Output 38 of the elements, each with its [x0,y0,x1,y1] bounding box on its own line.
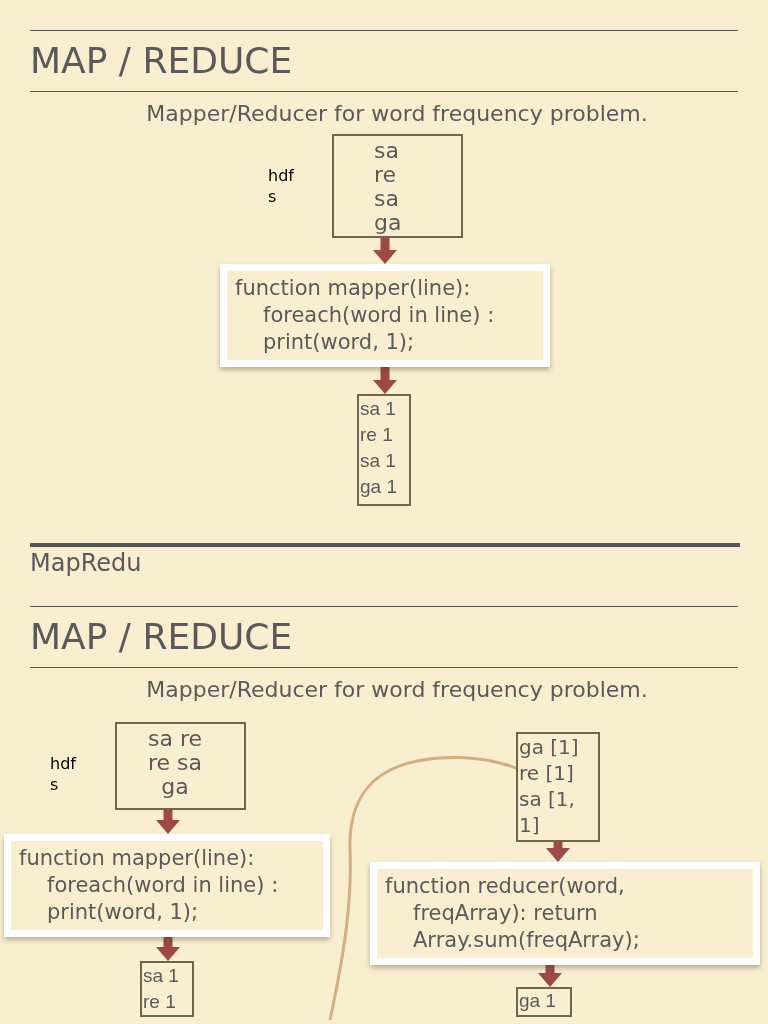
pair-text: ga 1 [360,475,397,499]
arrow [546,842,570,862]
code-card [370,862,760,965]
output-box [516,987,572,1017]
footer-text: MapRedu [30,549,142,577]
data-box [516,732,600,842]
arrow [373,367,397,394]
pair-text: re 1 [360,423,393,447]
arrow [156,937,180,961]
output-box [357,394,411,506]
arrow [373,238,397,264]
slide-title: MAP / REDUCE [30,616,293,658]
data-box [115,722,246,810]
slide-title: MAP / REDUCE [30,40,293,82]
pair-text: sa 1 [360,449,396,473]
list-text: ga [1] [519,734,579,760]
list-text: re [1] [519,760,574,786]
storage-label: hdfs [50,753,78,795]
arrow [156,810,180,834]
slide-subtitle: Mapper/Reducer for word frequency problem. [146,101,648,127]
slide-subtitle: Mapper/Reducer for word frequency problem. [146,677,648,703]
box-text: sa re sa ga [374,139,403,235]
code-card [4,834,330,937]
pair-text: ga 1 [519,989,556,1013]
box-text: sa re re sa ga [146,727,203,799]
code-text: function mapper(line): foreach(word in line) : print(word, 1); [19,845,280,926]
data-box [332,134,463,238]
pair-text: sa 1 [143,964,179,988]
code-card [220,264,550,367]
pair-text: sa 1 [360,397,396,421]
code-text: function mapper(line): foreach(word in line) : print(word, 1); [235,275,496,356]
arrow [538,965,562,987]
list-text: sa [1, 1] [519,786,576,838]
pair-text: re 1 [143,990,176,1014]
connector-line [328,756,517,1021]
code-text: function reducer(word, freqArray): return Array.sum(freqArray); [385,873,641,954]
output-box [140,961,194,1017]
storage-label: hdfs [268,165,296,207]
